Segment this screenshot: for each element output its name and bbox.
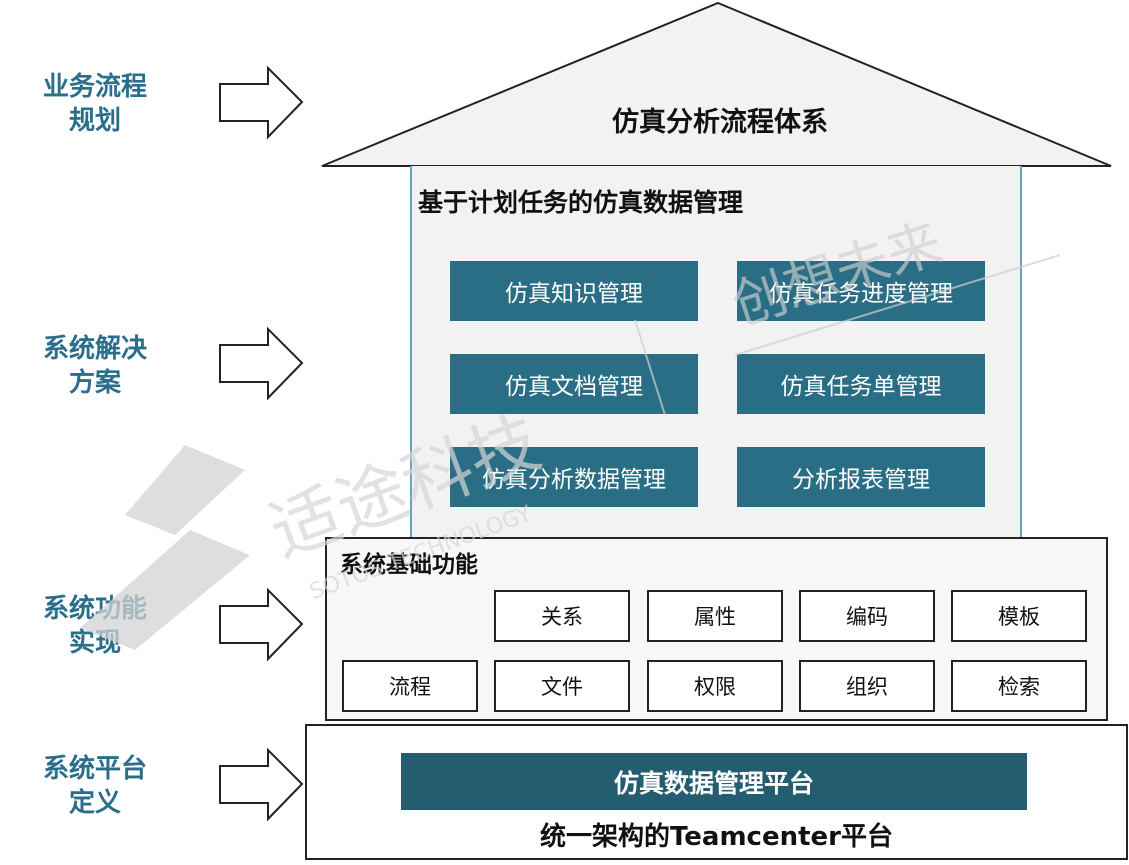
label-solution: 系统解决 方案 bbox=[42, 334, 147, 398]
roof-title: 仿真分析流程体系 bbox=[612, 107, 828, 138]
func-permission: 权限 bbox=[647, 660, 783, 712]
func-template: 模板 bbox=[951, 590, 1087, 642]
arrow-right-icon bbox=[219, 65, 304, 140]
module-analysis-data: 仿真分析数据管理 bbox=[450, 447, 698, 507]
arrow-right-icon bbox=[219, 326, 304, 401]
module-knowledge: 仿真知识管理 bbox=[450, 261, 698, 321]
func-attribute: 属性 bbox=[647, 590, 783, 642]
func-organization: 组织 bbox=[799, 660, 935, 712]
module-task-order: 仿真任务单管理 bbox=[737, 354, 985, 414]
management-title: 基于计划任务的仿真数据管理 bbox=[418, 188, 744, 217]
func-workflow: 流程 bbox=[342, 660, 478, 712]
module-report: 分析报表管理 bbox=[737, 447, 985, 507]
module-document: 仿真文档管理 bbox=[450, 354, 698, 414]
arrow-right-icon bbox=[219, 587, 304, 662]
func-relation: 关系 bbox=[494, 590, 630, 642]
label-process-planning: 业务流程 规划 bbox=[42, 72, 147, 136]
label-platform: 系统平台 定义 bbox=[42, 754, 147, 818]
platform-bar: 仿真数据管理平台 bbox=[401, 753, 1027, 810]
module-task-progress: 仿真任务进度管理 bbox=[737, 261, 985, 321]
roof-triangle bbox=[321, 1, 1112, 167]
func-search: 检索 bbox=[951, 660, 1087, 712]
foundation-title: 系统基础功能 bbox=[340, 552, 478, 578]
func-file: 文件 bbox=[494, 660, 630, 712]
func-coding: 编码 bbox=[799, 590, 935, 642]
arrow-right-icon bbox=[219, 747, 304, 822]
platform-name: 统一架构的Teamcenter平台 bbox=[540, 822, 893, 852]
